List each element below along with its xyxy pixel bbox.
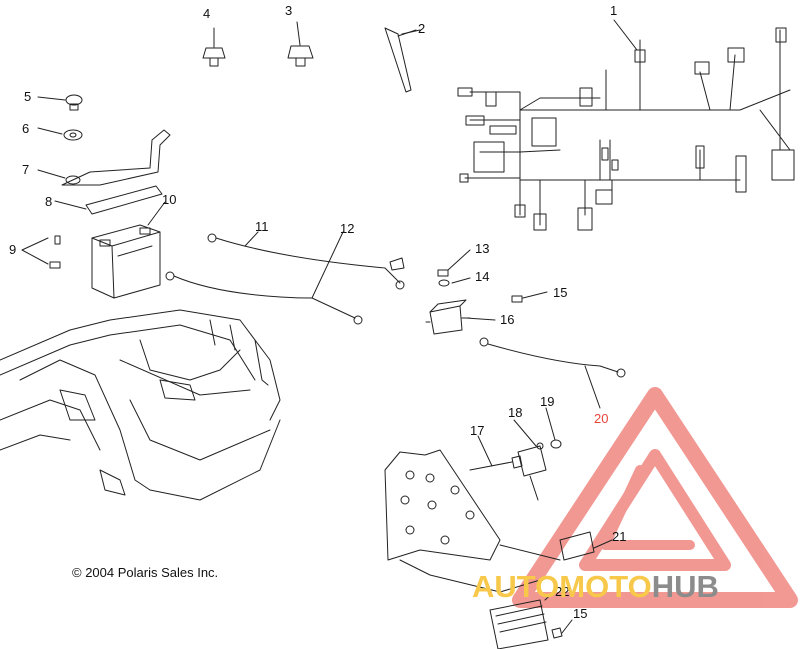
leader-2 [401,29,421,35]
callout-2: 2 [418,21,426,36]
part-5-screw [37,94,83,111]
electrical-mounting-plate [384,449,561,593]
callout-19: 19 [540,394,555,409]
part-20-ground-cable [479,337,626,409]
part-2-cable-tie [384,27,417,93]
watermark-part-b: HUB [651,569,719,604]
callout-15-lower: 15 [573,606,588,621]
part-17-bolt [469,435,523,471]
part-3-grommet [287,21,314,67]
part-16-solenoid [425,299,496,335]
callout-18: 18 [508,405,523,420]
callout-16: 16 [500,312,515,327]
callout-3: 3 [285,3,293,18]
leader-1 [613,19,638,51]
part-8-battery-pad [54,185,163,215]
callout-5: 5 [24,89,32,104]
callout-13: 13 [475,241,490,256]
callout-12: 12 [340,221,355,236]
callout-22: 22 [555,584,570,599]
watermark-wordmark: AUTOMOTOHUB [472,569,719,605]
part-12-battery-cable [165,231,405,325]
watermark-part-a: AUTOMOTO [472,569,652,604]
callout-8: 8 [45,194,53,209]
callout-7: 7 [22,162,30,177]
callout-4: 4 [203,6,211,21]
callout-21: 21 [612,529,627,544]
callout-20: 20 [594,411,609,426]
callout-15: 15 [553,285,568,300]
part-22-voltage-regulator [489,589,557,649]
part-14-washer [438,277,471,287]
part-9-bolt-nut [21,235,61,269]
callout-14: 14 [475,269,490,284]
callout-11: 11 [255,219,269,234]
part-13-nut [437,249,471,277]
part-7-hold-down-strap [37,129,171,186]
part-1-wiring-harness [457,27,795,231]
part-19-nut [545,407,562,449]
copyright-notice: © 2004 Polaris Sales Inc. [72,565,219,580]
vehicle-frame [0,309,281,501]
part-15-screw [511,291,548,303]
callout-10: 10 [162,192,177,207]
part-4-grommet [202,27,226,67]
callout-17: 17 [470,423,485,438]
watermark-logo-triangle [512,387,798,608]
callout-6: 6 [22,121,30,136]
part-11-battery-cable [207,231,405,290]
part-6-washer [37,127,83,141]
part-15-screw-lower [551,619,573,639]
part-18-relay [513,419,547,501]
part-10-battery [91,201,166,299]
callout-1: 1 [610,3,618,18]
part-21-module [559,531,613,561]
callout-9: 9 [9,242,17,257]
